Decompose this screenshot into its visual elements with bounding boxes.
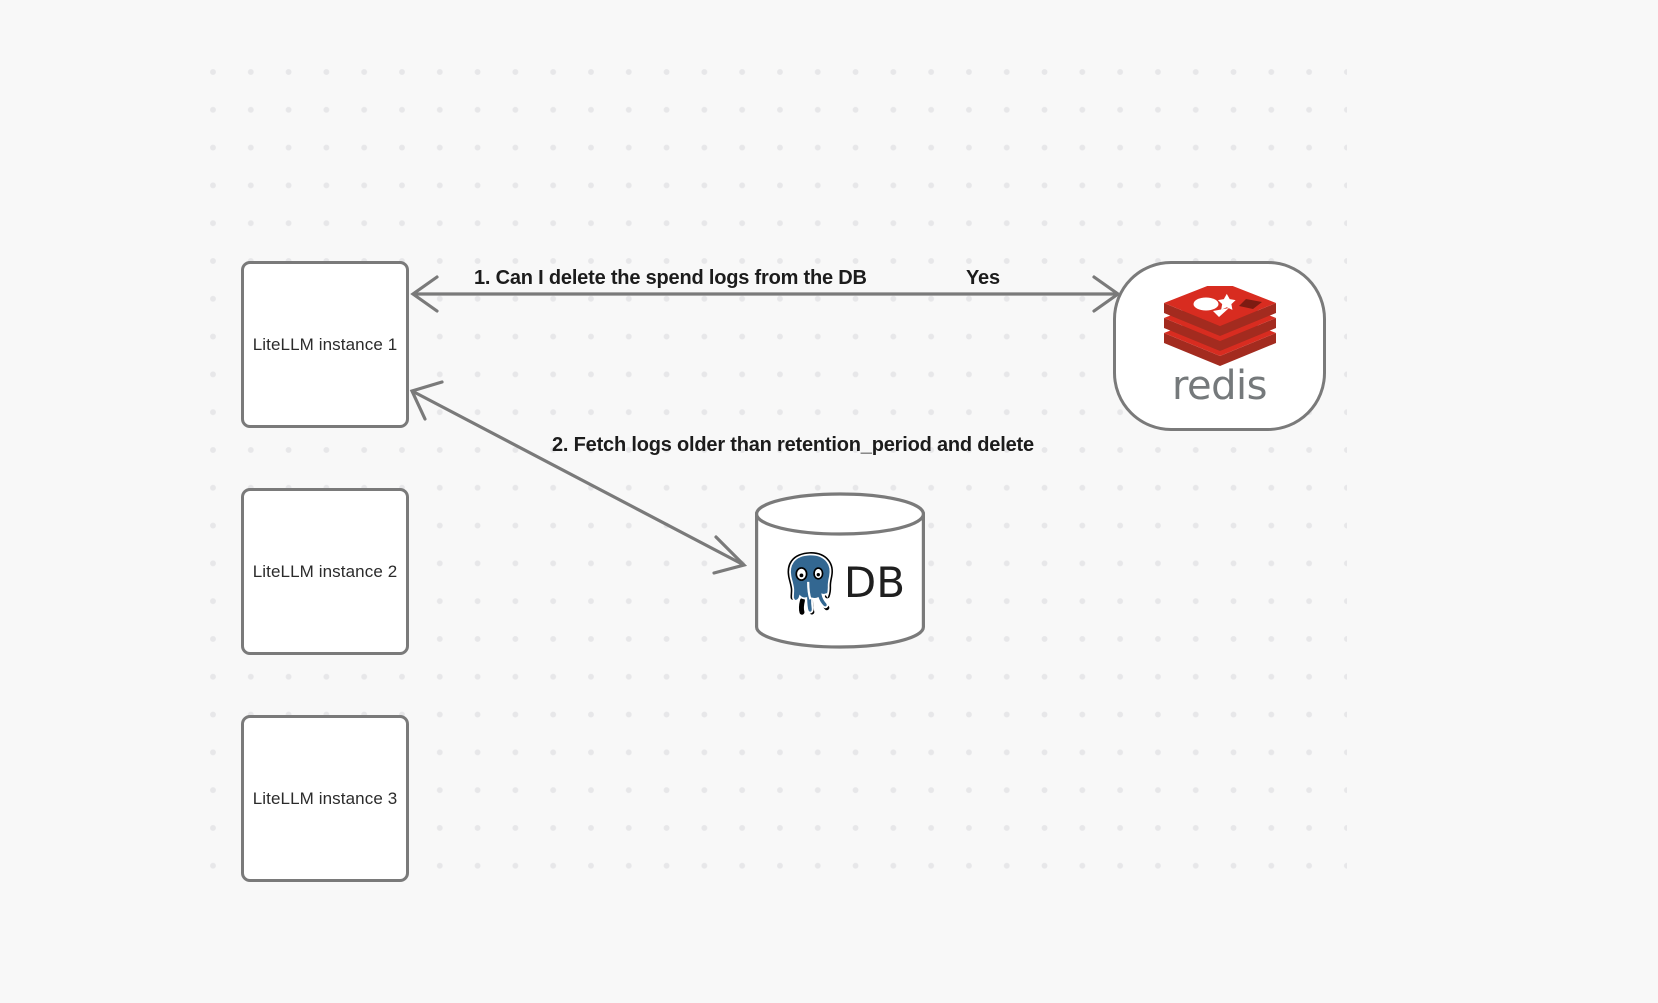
node-litellm-instance-1[interactable]: LiteLLM instance 1 [241,261,409,428]
redis-stack-logo-icon [1163,286,1276,366]
node-label-litellm-instance-1: LiteLLM instance 1 [252,334,398,354]
node-label-litellm-instance-2: LiteLLM instance 2 [252,561,398,581]
edge-label-step-1: 1. Can I delete the spend logs from the … [474,267,867,289]
database-cylinder-shape [754,492,926,649]
database-content: DB [754,540,926,626]
edge-db-instance1-line [413,390,743,566]
redis-wordmark: redis [1171,363,1268,409]
edge-label-yes: Yes [966,267,1000,289]
postgresql-elephant-icon [787,552,833,615]
node-database[interactable]: DB [754,492,926,649]
redis-logo-wrapper [1161,286,1279,368]
node-redis[interactable]: redis [1113,261,1326,431]
arrowhead-to-db [712,535,748,575]
arrowhead-to-instance1 [409,380,444,421]
node-litellm-instance-3[interactable]: LiteLLM instance 3 [241,715,409,882]
database-label: DB [843,558,906,607]
edge-db-instance1[interactable] [409,380,748,575]
node-litellm-instance-2[interactable]: LiteLLM instance 2 [241,488,409,655]
node-label-litellm-instance-3: LiteLLM instance 3 [252,788,398,808]
arrowhead-left-to-instance1 [410,275,439,313]
edge-label-step-2: 2. Fetch logs older than retention_perio… [552,434,1034,456]
